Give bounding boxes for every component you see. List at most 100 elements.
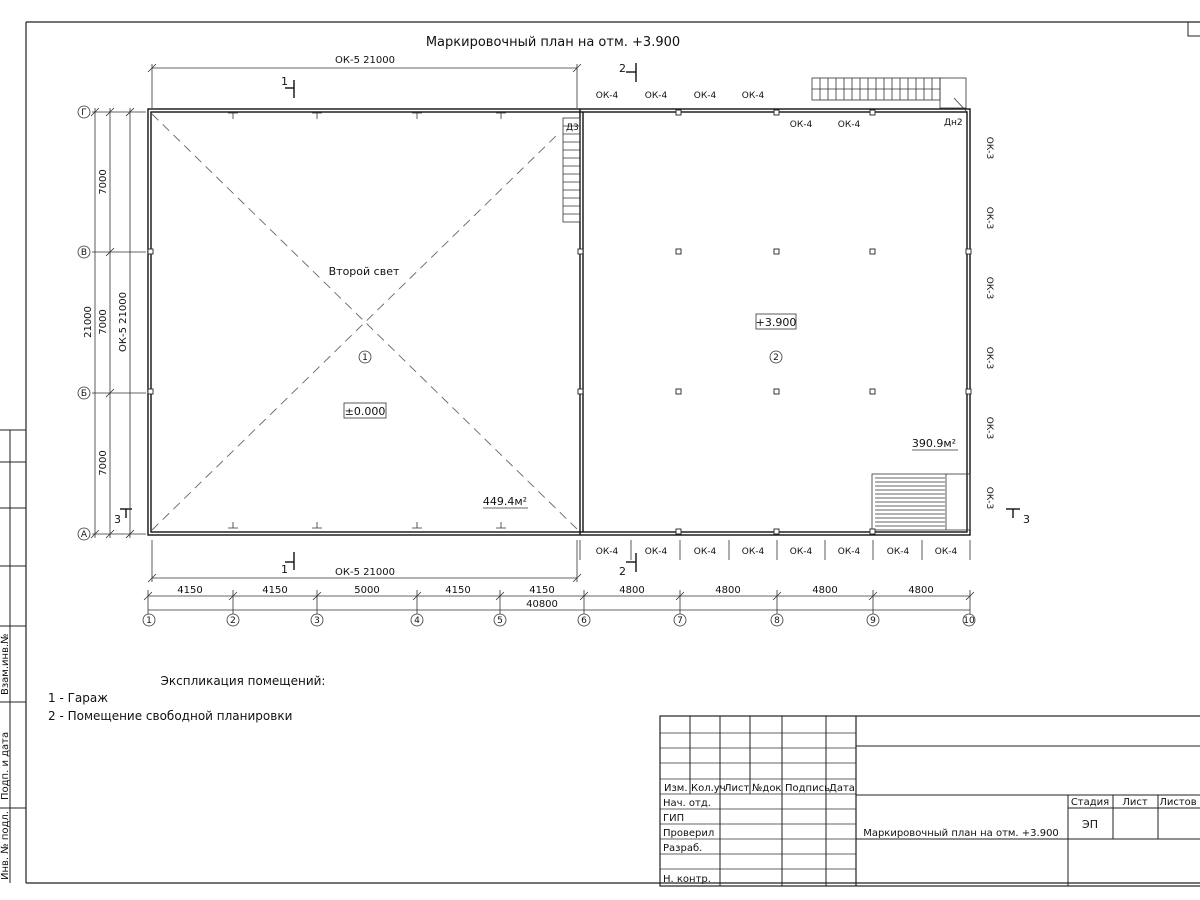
stamp-sheet-title: Маркировочный план на отм. +3.900: [863, 828, 1059, 839]
margin-label-replace: Взам.инв.№: [0, 633, 11, 695]
stamp-role-2: ГИП: [663, 813, 684, 824]
svg-text:4800: 4800: [908, 585, 933, 596]
stair-partition: Д3: [562, 117, 581, 223]
svg-text:2: 2: [230, 616, 236, 626]
svg-text:Б: Б: [81, 389, 87, 399]
svg-text:4: 4: [414, 616, 420, 626]
svg-text:ОК-3: ОК-3: [984, 417, 994, 439]
stamp-header-list: Лист: [724, 783, 750, 794]
window-labels-top: ОК-4 ОК-4 ОК-4 ОК-4 ОК-4 ОК-4: [596, 91, 861, 130]
stamp-sheet-header: Лист: [1122, 797, 1148, 808]
room-2-area: 390.9м²: [912, 437, 956, 450]
svg-text:1: 1: [146, 616, 152, 626]
svg-text:1: 1: [281, 75, 288, 88]
stair-interior: [871, 473, 971, 531]
room-1-area: 449.4м²: [483, 495, 527, 508]
room-1-labels: Второй свет 1 ±0.000 449.4м²: [329, 265, 528, 509]
svg-text:10: 10: [963, 616, 975, 626]
dim-top-overall: ОК-5 21000: [147, 55, 582, 108]
svg-text:4150: 4150: [262, 585, 287, 596]
svg-text:7000: 7000: [98, 169, 109, 194]
svg-text:ОК-4: ОК-4: [742, 91, 765, 101]
svg-text:ОК-4: ОК-4: [742, 547, 765, 557]
stamp-header-izm: Изм.: [664, 783, 688, 794]
room-2-elevation: +3.900: [756, 316, 797, 329]
svg-text:ОК-4: ОК-4: [838, 547, 861, 557]
svg-text:7000: 7000: [98, 450, 109, 475]
columns: [147, 109, 972, 535]
margin-label-sign: Подп. и дата: [0, 732, 11, 800]
sheet-frame: [25, 21, 1200, 884]
stamp-role-4: Разраб.: [663, 843, 702, 854]
svg-text:ОК-3: ОК-3: [984, 277, 994, 299]
svg-text:ОК-4: ОК-4: [645, 547, 668, 557]
svg-text:ОК-3: ОК-3: [984, 207, 994, 229]
room-2-number: 2: [773, 353, 779, 363]
svg-text:ОК-4: ОК-4: [596, 91, 619, 101]
svg-text:4800: 4800: [619, 585, 644, 596]
stamp-role-6: Н. контр.: [663, 874, 711, 885]
svg-text:ОК-3: ОК-3: [984, 487, 994, 509]
stamp-header-doc: №док: [752, 783, 781, 794]
svg-text:7000: 7000: [98, 309, 109, 334]
stamp-header-kol: Кол.уч: [691, 783, 726, 794]
door-dn2-label: Дн2: [944, 118, 963, 128]
stamp-stage-value: ЭП: [1082, 818, 1098, 831]
svg-text:А: А: [81, 530, 88, 540]
svg-text:ОК-4: ОК-4: [790, 120, 813, 130]
svg-text:2: 2: [619, 62, 626, 75]
explication: Экспликация помещений: 1 - Гараж 2 - Пом…: [48, 674, 325, 723]
room-1-elevation: ±0.000: [345, 405, 386, 418]
svg-text:ОК-4: ОК-4: [596, 547, 619, 557]
svg-text:ОК-5 21000: ОК-5 21000: [335, 567, 395, 578]
svg-text:Г: Г: [81, 108, 87, 118]
svg-text:ОК-5 21000: ОК-5 21000: [118, 292, 129, 352]
svg-text:9: 9: [870, 616, 876, 626]
svg-text:6: 6: [581, 616, 587, 626]
window-labels-right: ОК-3 ОК-3 ОК-3 ОК-3 ОК-3 ОК-3: [984, 137, 994, 509]
window-labels-bottom: ОК-4 ОК-4 ОК-4 ОК-4 ОК-4 ОК-4 ОК-4 ОК-4: [579, 540, 971, 560]
dim-bottom-spans: 4150 4150 5000 4150 4150 4800 4800 4800 …: [143, 585, 975, 614]
svg-text:ОК-4: ОК-4: [935, 547, 958, 557]
svg-text:ОК-5 21000: ОК-5 21000: [335, 55, 395, 66]
double-height-diagonals: [151, 113, 579, 531]
section-marks: 1 1 2 2 3 3: [114, 62, 1030, 578]
svg-text:ОК-4: ОК-4: [887, 547, 910, 557]
room-2-labels: +3.900 2 390.9м²: [755, 313, 958, 451]
stamp-header-sign: Подпись: [785, 783, 830, 794]
svg-text:7: 7: [677, 616, 683, 626]
svg-text:ОК-4: ОК-4: [694, 91, 717, 101]
svg-text:1: 1: [281, 563, 288, 576]
axis-letters: Г В Б А: [77, 105, 91, 541]
svg-text:ОК-4: ОК-4: [838, 120, 861, 130]
explication-title: Экспликация помещений:: [161, 674, 326, 688]
explication-item-2: 2 - Помещение свободной планировки: [48, 709, 292, 723]
dim-left: 7000 7000 7000 21000 ОК-5 21000: [83, 107, 146, 539]
title-block: Изм. Кол.уч Лист №док Подпись Дата Нач. …: [659, 715, 1200, 887]
svg-text:8: 8: [774, 616, 780, 626]
svg-text:В: В: [81, 248, 87, 258]
svg-text:ОК-4: ОК-4: [694, 547, 717, 557]
svg-text:4150: 4150: [529, 585, 554, 596]
svg-text:ОК-4: ОК-4: [645, 91, 668, 101]
svg-text:4150: 4150: [445, 585, 470, 596]
svg-text:3: 3: [314, 616, 320, 626]
svg-text:3: 3: [114, 513, 121, 526]
svg-text:ОК-3: ОК-3: [984, 347, 994, 369]
stamp-role-1: Нач. отд.: [663, 798, 711, 809]
svg-text:3: 3: [1023, 513, 1030, 526]
svg-text:ОК-3: ОК-3: [984, 137, 994, 159]
dim-bottom-overall: ОК-5 21000: [147, 540, 582, 583]
stamp-stage-header: Стадия: [1071, 797, 1109, 808]
axis-numbers: 1 2 3 4 5 6 7 8 9 10: [142, 613, 976, 627]
stamp-header-date: Дата: [829, 783, 855, 794]
margin-label-inv: Инв. № подл.: [0, 811, 11, 880]
svg-text:ОК-4: ОК-4: [790, 547, 813, 557]
door-d3-label: Д3: [566, 123, 579, 133]
svg-text:5000: 5000: [354, 585, 379, 596]
building-walls: [147, 108, 971, 536]
svg-text:40800: 40800: [526, 599, 558, 610]
svg-text:4800: 4800: [715, 585, 740, 596]
stamp-role-3: Проверил: [663, 828, 714, 839]
left-margin-stamp: Взам.инв.№ Подп. и дата Инв. № подл.: [0, 429, 26, 883]
